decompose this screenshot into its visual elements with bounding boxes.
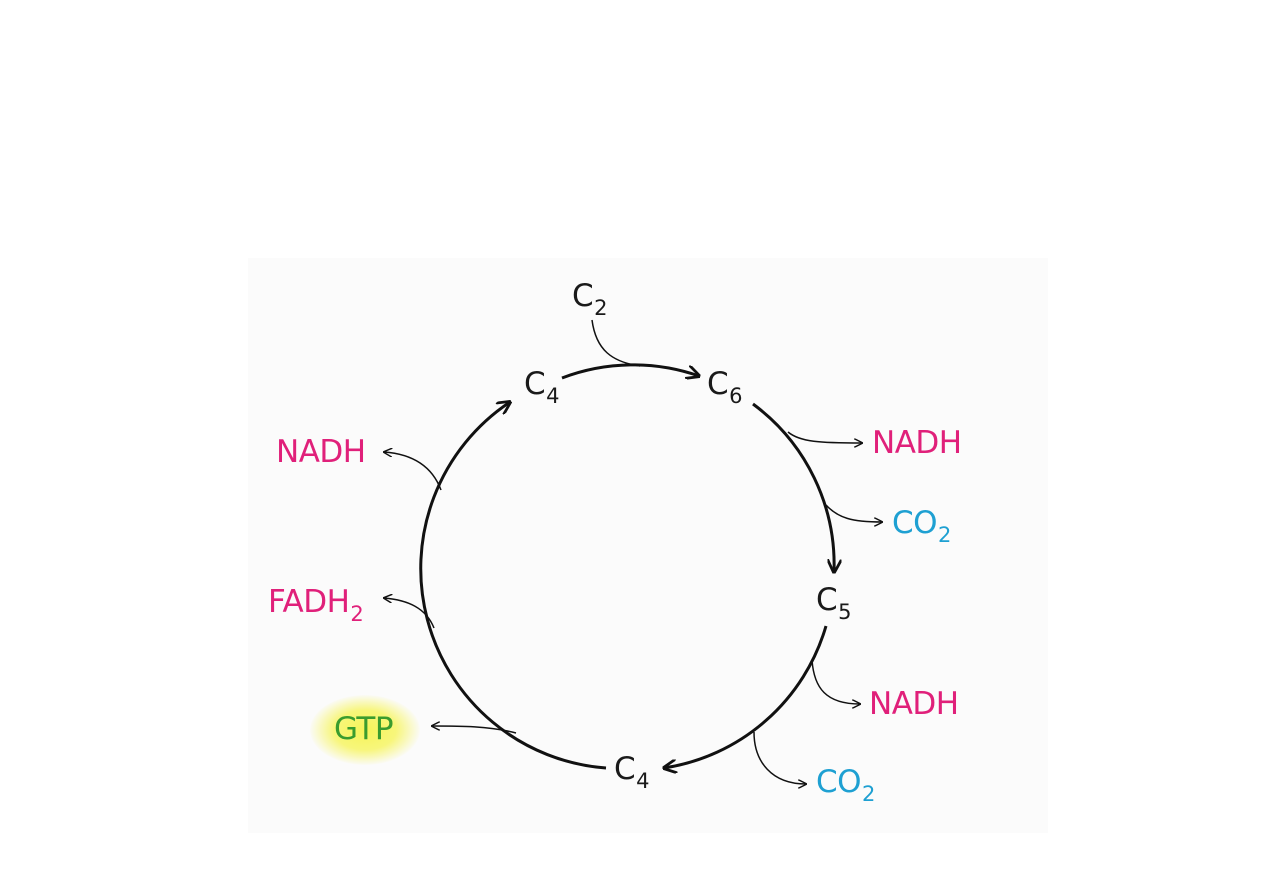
arrow-nadh-left: [384, 452, 442, 491]
label-nadh-right-2: NADH: [869, 686, 959, 722]
arrow-nadh-right-1: [787, 431, 862, 443]
gtp-highlight: [310, 695, 420, 765]
label-nadh-right-1: NADH: [872, 425, 962, 461]
label-nadh-left: NADH: [276, 434, 366, 470]
arc-c6-to-c5: [752, 402, 834, 572]
arrow-co2-1: [825, 504, 882, 522]
arrow-co2-2: [753, 731, 806, 784]
arc-c4-to-c6: [561, 363, 699, 378]
label-gtp: GTP: [334, 711, 394, 747]
arrow-fadh2: [384, 598, 435, 629]
label-c6: C6: [707, 366, 743, 408]
arrow-nadh-right-2: [811, 659, 860, 704]
label-c2: C2: [572, 278, 608, 320]
label-co2-2: CO2: [816, 764, 875, 806]
arrow-gtp: [432, 726, 517, 734]
arrow-c2-input: [591, 319, 641, 367]
label-fadh2: FADH2: [268, 584, 364, 626]
label-c4-top: C4: [524, 366, 560, 408]
arc-c5-to-c4: [664, 625, 828, 768]
label-co2-1: CO2: [892, 505, 951, 547]
label-c5: C5: [816, 582, 852, 624]
arc-c4-to-c4: [419, 402, 607, 770]
label-c4-bottom: C4: [614, 751, 650, 793]
